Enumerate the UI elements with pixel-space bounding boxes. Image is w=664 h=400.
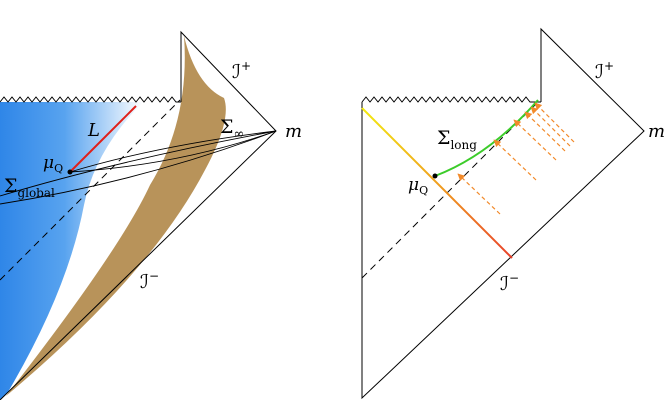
right-singularity (361, 96, 541, 103)
label-sigma-global: Σglobal (4, 175, 55, 200)
mu-q-point-left (67, 169, 73, 175)
label-m-left: m (285, 121, 302, 142)
blue-region (0, 102, 143, 400)
orange-arrows (457, 102, 575, 215)
right-boundary (361, 27, 645, 400)
mu-q-point-right (432, 173, 438, 179)
label-mu-q-right: μQ (408, 175, 428, 197)
label-m-right: m (648, 121, 664, 142)
sigma-global-slice (0, 130, 277, 205)
label-sigma-infinity: Σ∞ (220, 116, 244, 142)
label-sigma-long: Σlong (437, 127, 477, 152)
left-penrose-diagram: L μQ Σ∞ Σglobal m ℐ+ ℐ− (0, 30, 302, 400)
label-scri-plus-right: ℐ+ (595, 59, 614, 83)
left-singularity (0, 96, 181, 103)
left-horizon-dashed (0, 99, 181, 281)
left-boundary (0, 30, 277, 400)
colored-infall-line (361, 107, 513, 259)
label-mu-q-left: μQ (43, 153, 63, 175)
red-segment-L (69, 105, 137, 173)
label-scri-plus-left: ℐ+ (232, 59, 251, 83)
right-penrose-diagram: Σlong μQ m ℐ+ ℐ− (361, 27, 664, 400)
label-L: L (87, 120, 100, 141)
sigma-global-slice-upper (0, 130, 277, 197)
label-scri-minus-left: ℐ− (140, 269, 159, 293)
label-scri-minus-right: ℐ− (500, 271, 519, 295)
